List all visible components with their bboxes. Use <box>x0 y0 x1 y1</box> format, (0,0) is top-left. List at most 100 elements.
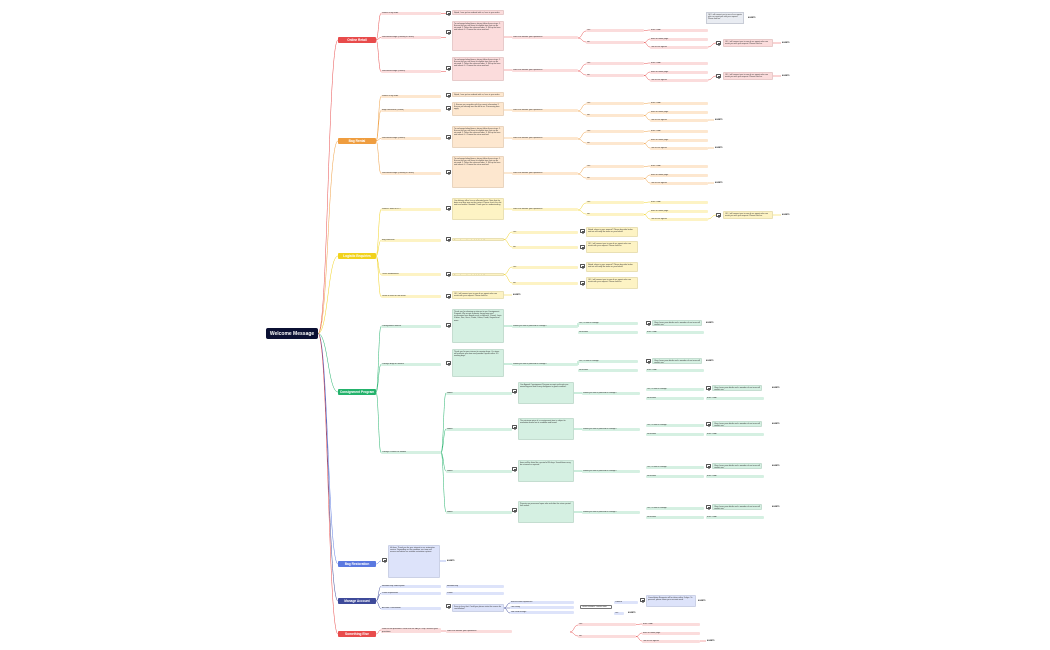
end-chat-button[interactable]: END CHAT <box>650 28 708 32</box>
yes-option[interactable]: Yes <box>578 623 636 626</box>
yes-consign-option[interactable]: Yes, I'd like to consign <box>578 322 638 325</box>
help-question[interactable]: Does this answer your questions? <box>512 171 578 175</box>
online-retail-item[interactable]: Return/exchange (Delivery in Stock) <box>381 36 441 39</box>
no-option[interactable]: No <box>586 142 644 145</box>
end-chat-button[interactable]: END CHAT <box>646 331 704 334</box>
no-thanks-option[interactable]: No thanks <box>646 475 704 478</box>
help-question[interactable]: Does this answer your questions? <box>446 629 512 633</box>
logistic-item[interactable]: Bag collection <box>381 239 441 242</box>
faq-item[interactable]: Want to ask questions? Here are the FAQs… <box>381 628 441 633</box>
online-retail-item[interactable]: Return/exchange (Return) <box>381 70 441 73</box>
bag-rental-item[interactable]: Return/exchange (Delivery in Stock) <box>381 172 441 175</box>
back-home-button[interactable]: Back to home page <box>650 37 708 41</box>
end-chat-button[interactable]: END CHAT <box>646 369 704 372</box>
cancel-reason-option[interactable]: Not used enough <box>510 611 574 614</box>
talk-agent-button[interactable]: Talk to live agents <box>650 181 708 185</box>
yes-consign-option[interactable]: Yes, I'd like to consign <box>646 466 704 469</box>
yes-option[interactable]: Yes <box>586 29 644 32</box>
talk-agent-button[interactable]: Talk to live agents <box>650 146 708 150</box>
consignment-item[interactable]: Consignment Interest <box>381 325 441 328</box>
back-home-button[interactable]: Back to home page <box>650 138 708 142</box>
logistic-item[interactable]: Where's order at FC? <box>381 208 441 211</box>
yes-consign-option[interactable]: Yes, I'd like to consign <box>646 424 704 427</box>
confirm-button[interactable]: Confirm <box>614 601 638 604</box>
consignment-item[interactable]: Consign Bags or Wallets <box>381 363 441 366</box>
no-option[interactable]: No <box>586 177 644 180</box>
talk-agent-button[interactable]: Talk to live agents <box>650 118 708 122</box>
talk-agent-button[interactable]: Talk to live agents <box>650 78 708 82</box>
online-retail-item[interactable]: Where is my order <box>381 12 441 15</box>
root-node[interactable]: Welcome Message <box>266 328 318 339</box>
consign-clothes-sub[interactable]: Noted <box>446 392 512 395</box>
category-online_retail[interactable]: Online Retail <box>338 37 376 43</box>
category-consignment_program[interactable]: Consignment Program <box>338 389 376 395</box>
proceed-question[interactable]: Would you like to proceed to consign? <box>582 469 640 473</box>
points-option[interactable]: Points <box>446 591 504 595</box>
proceed-question[interactable]: Would you like to proceed to consign? <box>512 362 578 366</box>
no-thanks-option[interactable]: No thanks <box>646 516 704 519</box>
help-question[interactable]: Does this answer your questions? <box>512 207 578 211</box>
yes-option[interactable]: Yes <box>512 265 578 269</box>
cancel-reason-option[interactable]: Bad account experience <box>510 601 574 604</box>
no-option[interactable]: No <box>578 635 636 638</box>
category-logistic_enquiries[interactable]: Logistic Enquiries <box>338 253 376 259</box>
end-chat-button[interactable]: END CHAT <box>650 61 708 65</box>
no-thanks-option[interactable]: No thanks <box>646 397 704 400</box>
consignment-item[interactable]: Consign Clothes or Wallets <box>381 451 441 454</box>
back-home-button[interactable]: Back to home page <box>650 110 708 114</box>
membership-option[interactable]: Membership <box>446 584 504 588</box>
help-question[interactable]: Does this answer your questions? <box>512 68 578 72</box>
yes-option[interactable]: Yes <box>586 102 644 105</box>
yes-option[interactable]: Yes <box>586 62 644 65</box>
category-manage_account[interactable]: Manage Account <box>338 598 376 604</box>
yes-option[interactable]: Yes <box>586 165 644 168</box>
manage-account-item[interactable]: Points Expirations <box>381 592 441 595</box>
end-chat-button[interactable]: END CHAT <box>706 397 764 400</box>
yes-consign-option[interactable]: Yes, I'd like to consign <box>646 507 704 510</box>
help-question[interactable]: Does this answer your questions? <box>512 35 578 39</box>
yes-option[interactable]: Yes <box>512 230 578 234</box>
no-option[interactable]: No <box>586 114 644 117</box>
consign-clothes-sub[interactable]: Noted <box>446 511 512 514</box>
proceed-question[interactable]: Would you like to proceed to consign? <box>582 391 640 395</box>
consign-clothes-sub[interactable]: Noted <box>446 470 512 473</box>
talk-agent-button[interactable]: Talk to live agents <box>650 45 708 49</box>
proceed-question[interactable]: Would you like to proceed to consign? <box>582 510 640 514</box>
no-option[interactable]: No <box>586 41 644 44</box>
back-home-button[interactable]: Back to home page <box>650 70 708 74</box>
manage-account-item[interactable]: Membership Subscription <box>381 585 441 588</box>
no-thanks-option[interactable]: No thanks <box>578 331 638 334</box>
category-something_else[interactable]: Something Else <box>338 631 376 637</box>
no-option[interactable]: No <box>586 213 644 216</box>
bag-rental-item[interactable]: Return/exchange (Return) <box>381 137 441 140</box>
talk-agent-button[interactable]: Talk to live agents <box>650 217 708 221</box>
end-chat-button[interactable]: END CHAT <box>650 200 708 204</box>
end-chat-button[interactable]: END CHAT <box>650 101 708 105</box>
bag-rental-item[interactable]: Where is my order <box>381 95 441 98</box>
yes-consign-option[interactable]: Yes, I'd like to consign <box>646 388 704 391</box>
back-home-button[interactable]: Back to home page <box>650 209 708 213</box>
no-option[interactable]: No <box>512 281 578 285</box>
help-question[interactable]: Does this answer your questions? <box>512 136 578 140</box>
end-chat-button[interactable]: END CHAT <box>650 164 708 168</box>
back-home-button[interactable]: Back to home page <box>642 631 700 635</box>
yes-button[interactable]: Yes <box>614 612 624 615</box>
yes-option[interactable]: Yes <box>586 201 644 204</box>
end-chat-button[interactable]: END CHAT <box>642 622 700 626</box>
end-chat-button[interactable]: END CHAT <box>650 129 708 133</box>
talk-agent-button[interactable]: Talk to live agents <box>642 639 700 643</box>
yes-consign-option[interactable]: Yes, I'd like to consign <box>578 360 638 363</box>
help-question[interactable]: Does this answer your questions? <box>512 108 578 112</box>
end-chat-button[interactable]: END CHAT <box>706 433 764 436</box>
back-home-button[interactable]: Back to home page <box>650 173 708 177</box>
logistic-item[interactable]: Leave a Note for the driver <box>381 295 441 298</box>
category-bag_restoration[interactable]: Bag Restoration <box>338 561 376 567</box>
other-reason-option[interactable]: Other reasons: Please write <box>580 605 612 609</box>
no-option[interactable]: No <box>586 74 644 77</box>
no-thanks-option[interactable]: No thanks <box>646 433 704 436</box>
end-chat-button[interactable]: END CHAT <box>706 475 764 478</box>
consign-clothes-sub[interactable]: Noted <box>446 428 512 431</box>
no-option[interactable]: No <box>512 245 578 249</box>
end-chat-button[interactable]: END CHAT <box>706 516 764 519</box>
no-thanks-option[interactable]: No thanks <box>578 369 638 372</box>
